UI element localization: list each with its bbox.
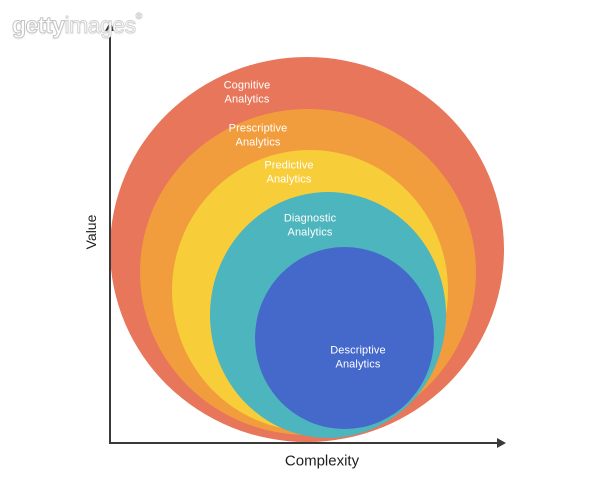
ring-label-descriptive-analytics: Descriptive Analytics — [330, 344, 386, 370]
ring-label-diagnostic-analytics: Diagnostic Analytics — [283, 212, 337, 238]
gettyimages-watermark: gettyimages® — [11, 11, 142, 39]
y-axis-arrowhead-icon — [105, 22, 115, 31]
watermark-brand-bold: getty — [11, 12, 65, 39]
x-axis-label: Complexity — [284, 452, 360, 470]
y-axis-label: Value — [83, 214, 99, 250]
ring-label-predictive-analytics: Predictive Analytics — [264, 159, 314, 185]
x-axis-line — [109, 442, 498, 444]
ring-descriptive-analytics — [255, 247, 434, 429]
registered-trademark-icon: ® — [135, 11, 142, 22]
x-axis-arrowhead-icon — [497, 438, 506, 448]
ring-label-cognitive-analytics: Cognitive Analytics — [223, 79, 271, 105]
watermark-brand-light: images — [64, 12, 137, 39]
y-axis-line — [109, 30, 111, 444]
ring-label-prescriptive-analytics: Prescriptive Analytics — [228, 122, 288, 148]
